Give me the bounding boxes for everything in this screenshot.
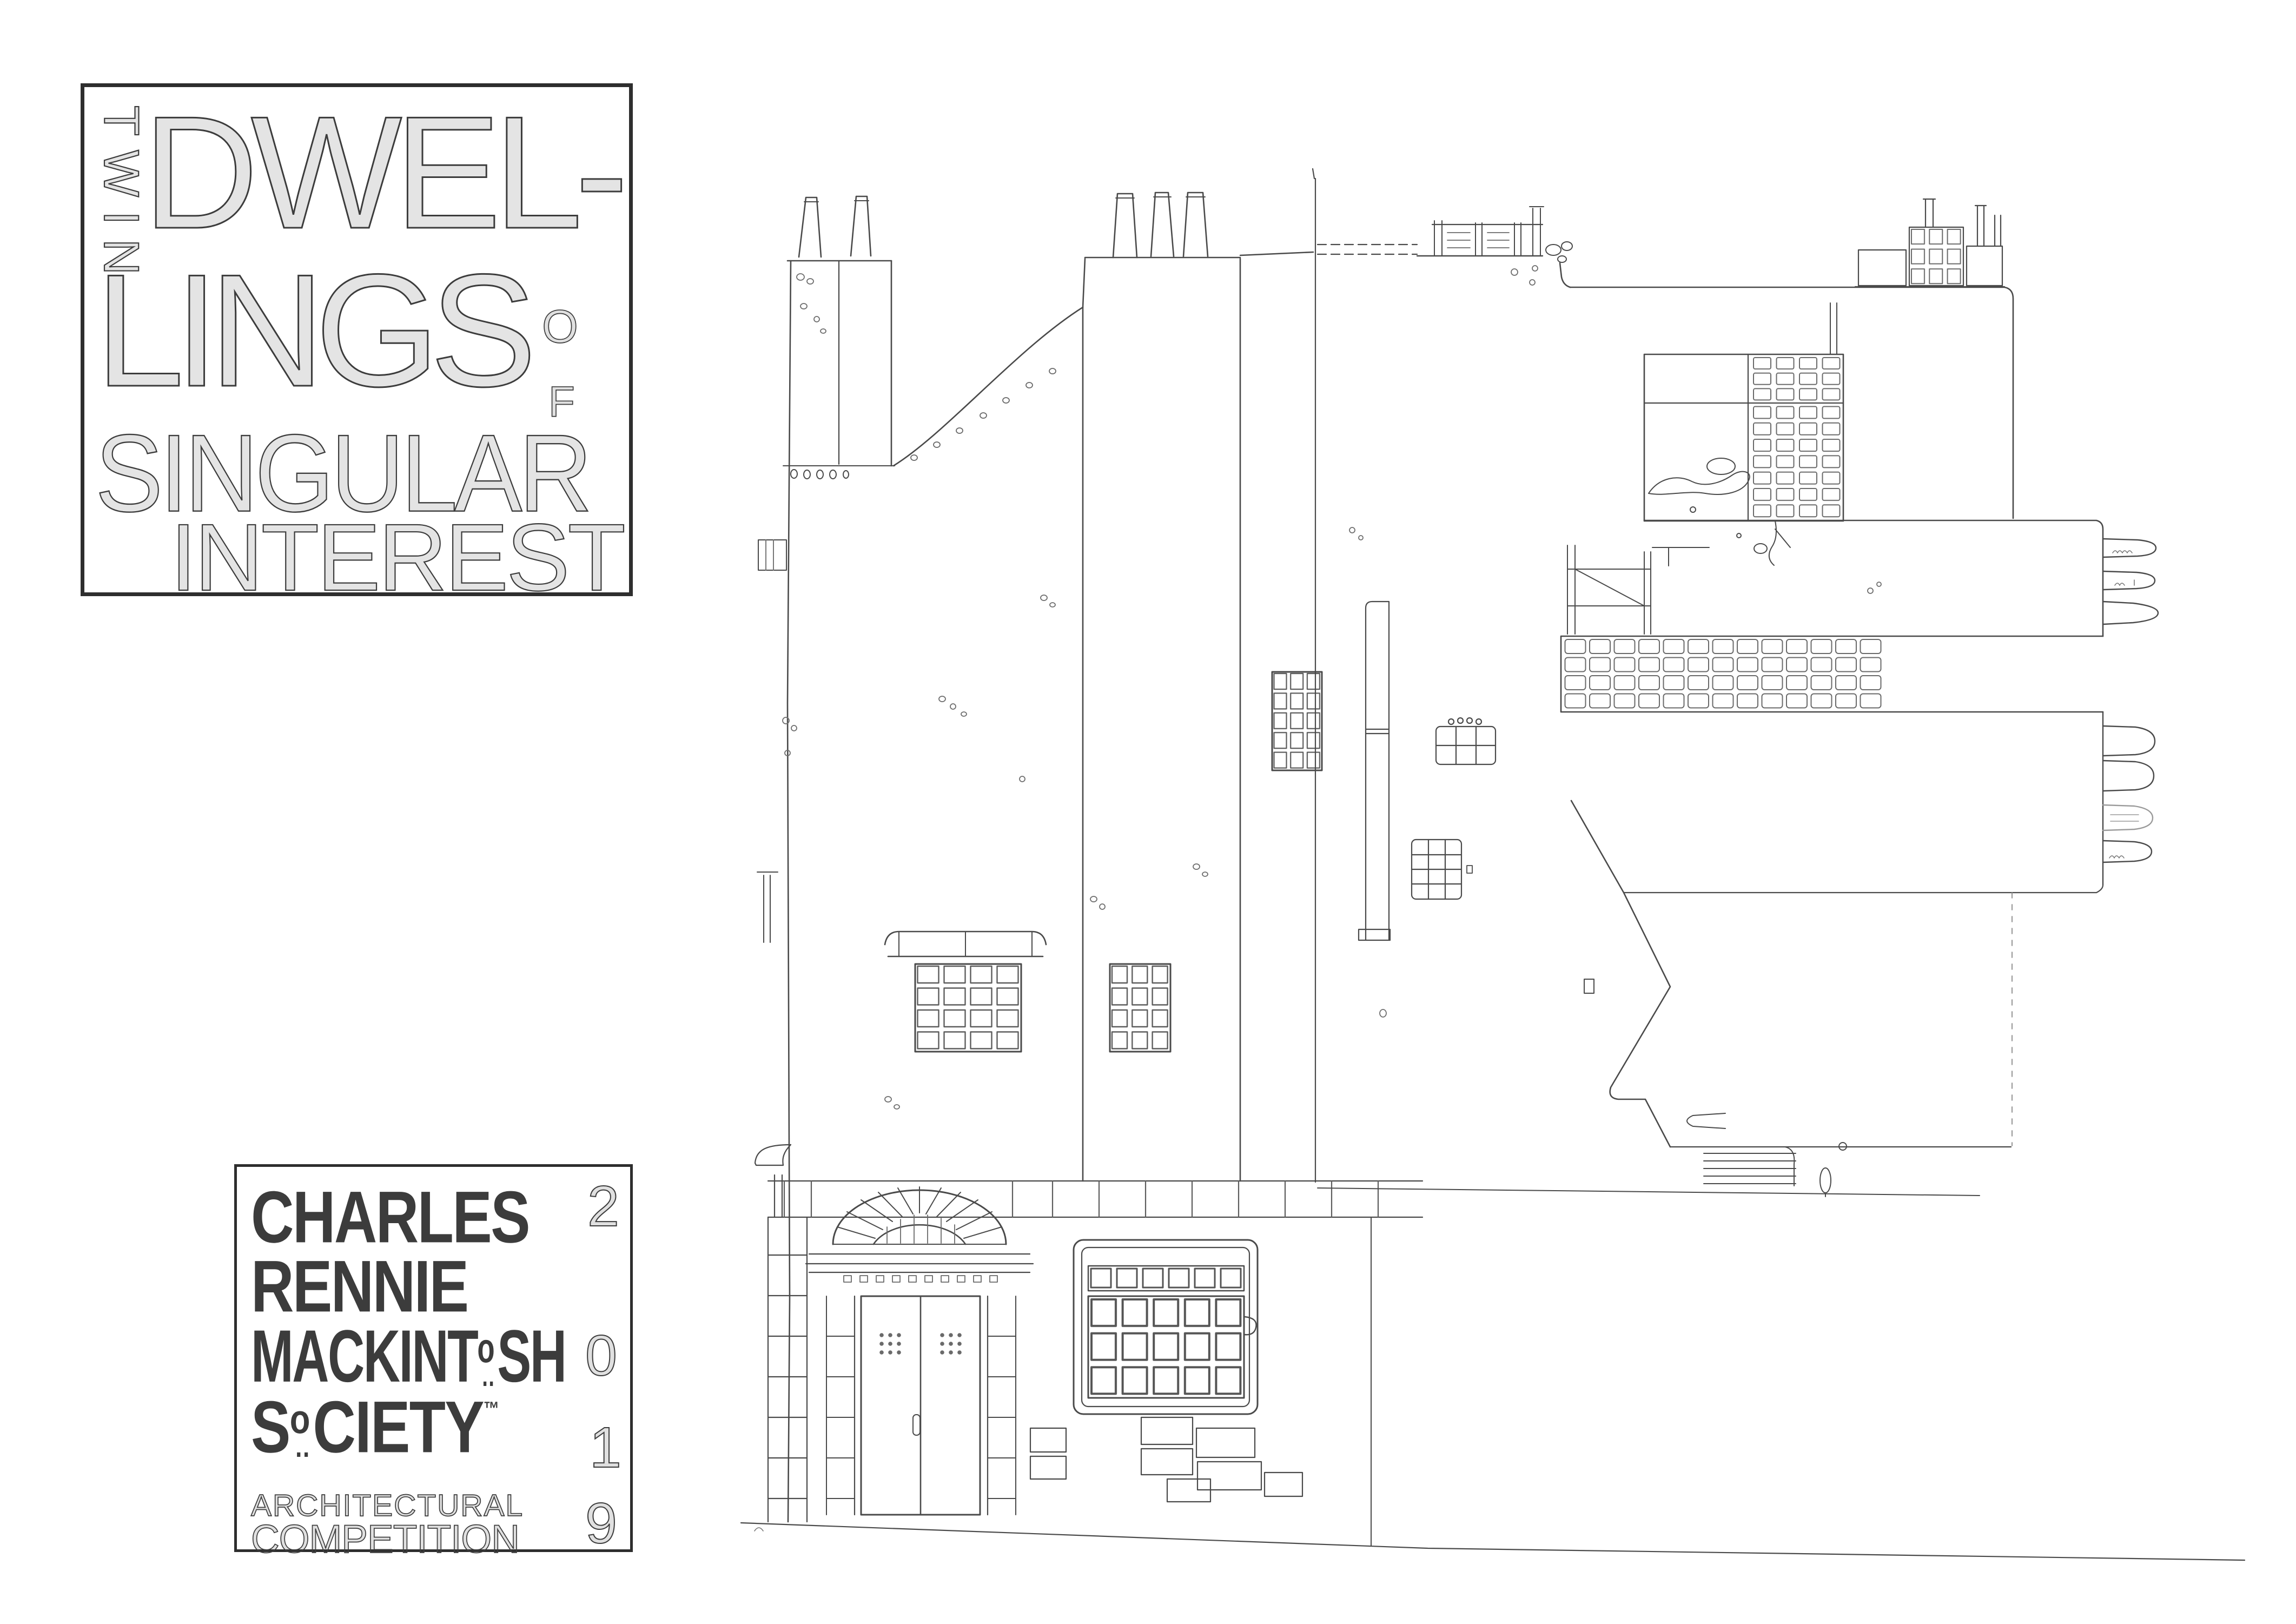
entrance-porch — [754, 1144, 1424, 1523]
ground-line — [740, 1522, 2246, 1561]
event-architectural: ARCHITECTURAL — [250, 1488, 524, 1523]
sundial-post — [1819, 1167, 1831, 1193]
roof-slope — [892, 306, 1084, 467]
stepped-stones — [1029, 1416, 1304, 1503]
title-of-o: O — [541, 301, 579, 353]
title-of-f: F — [548, 378, 575, 426]
tree-foliage — [1648, 458, 1791, 566]
year-digit-2: 2 — [587, 1174, 620, 1238]
rotated-elevation — [1316, 198, 2159, 1197]
pillar-panel — [1358, 600, 1391, 941]
door-handle — [912, 1414, 921, 1436]
society-post: CIETY — [313, 1386, 484, 1469]
ring-detail — [1838, 1142, 1847, 1151]
trademark-symbol: ™ — [483, 1398, 500, 1420]
title-vertical-word: TWIN — [93, 105, 149, 289]
post-cap — [754, 1144, 792, 1166]
year-digit-1: 1 — [589, 1416, 622, 1480]
title-line-interest: INTEREST — [170, 505, 626, 611]
gable-eaves — [783, 465, 895, 479]
drawing-seam — [1312, 168, 1372, 1547]
small-window-b — [1411, 839, 1473, 900]
left-elevation — [754, 192, 1424, 1523]
mackintosh-post: SH — [497, 1315, 567, 1398]
central-chimney — [1082, 192, 1314, 1182]
small-window-a — [1435, 717, 1497, 765]
pole — [1830, 302, 1837, 355]
jamb-stones — [826, 1296, 1016, 1515]
tall-grid-window — [1271, 671, 1323, 771]
west-gable-chimneys — [786, 195, 892, 1523]
stair-window — [1109, 963, 1172, 1053]
society-name-mackintosh: MACKINTo..SH — [251, 1319, 567, 1394]
society-name-rennie: RENNIE — [251, 1245, 469, 1328]
title-block: TWIN DWEL- LINGS O F SINGULAR INTEREST — [81, 83, 633, 606]
double-doors — [853, 1295, 989, 1516]
roof-turret-cluster — [1854, 198, 2006, 288]
mackintosh-dots: .. — [482, 1359, 495, 1393]
garden-furniture — [1686, 1113, 1847, 1197]
door-mouldings — [805, 1253, 1034, 1283]
lower-finial-chimneys — [2102, 711, 2156, 886]
society-name-society: So..CIETY™ — [251, 1390, 500, 1464]
title-line-singular: SINGULAR — [95, 412, 593, 534]
mackintosh-pre: MACKINT — [251, 1315, 479, 1398]
downpipe — [757, 539, 787, 943]
right-wall-pebbles — [1349, 265, 1882, 1018]
year-digit-9: 9 — [585, 1491, 618, 1555]
canopy-window — [884, 930, 1047, 1053]
title-line-lings: LINGS — [94, 241, 537, 420]
entrance-arch — [832, 1186, 1007, 1245]
left-pilaster — [754, 1144, 808, 1523]
stone-band — [767, 1180, 1424, 1218]
credit-block: CHARLES RENNIE MACKINTo..SH So..CIETY™ A… — [234, 1164, 633, 1560]
upper-finial-chimneys — [2102, 538, 2159, 625]
year-digit-0: 0 — [585, 1324, 618, 1388]
frame-curl — [1243, 1316, 1257, 1336]
lower-wall-lines — [1317, 892, 2013, 1196]
society-dots: .. — [295, 1430, 310, 1463]
mackintosh-small-o: o — [477, 1325, 495, 1372]
society-pre: S — [251, 1386, 290, 1469]
wall-texture-pebbles — [782, 273, 1208, 1110]
ridge-and-balustrade — [1316, 206, 1573, 263]
title-line-dwel: DWEL- — [142, 83, 630, 262]
window-band — [1560, 635, 2104, 713]
society-name-charles: CHARLES — [251, 1176, 531, 1259]
garden-trellis — [1567, 545, 1651, 635]
bay-window — [1073, 1239, 1259, 1415]
south-gable-zigzag — [1570, 800, 2104, 1148]
event-competition: COMPETITION — [250, 1517, 520, 1561]
dormer-window-block — [1643, 302, 1844, 522]
society-small-o: o — [289, 1396, 310, 1443]
